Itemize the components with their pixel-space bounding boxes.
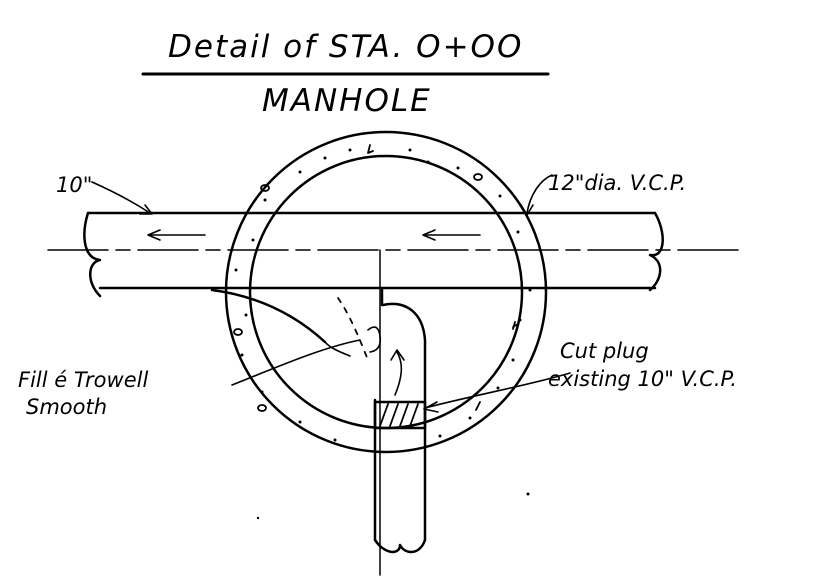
- label-fill-trowell: Fill é Trowell: [18, 368, 148, 392]
- branch-pipe-break: [373, 538, 427, 554]
- fill-surface-edge: [210, 288, 327, 344]
- branch-flow-arrowhead: [390, 349, 405, 361]
- manhole-outer-wall: [224, 130, 548, 454]
- title-line-1: Detail of STA. O+OO: [168, 29, 523, 65]
- label-fill-smooth: Smooth: [26, 395, 107, 419]
- leader-cut-plug-arrowhead: [423, 401, 439, 413]
- label-outlet-pipe: 12"dia. V.C.P.: [548, 171, 686, 195]
- branch-pipe-right-wall: [381, 302, 427, 542]
- leader-outlet-arrowhead: [520, 204, 534, 216]
- title-line-2: MANHOLE: [262, 83, 432, 119]
- branch-flow-arrow: [394, 351, 403, 396]
- concrete-aggregate-shapes: [233, 144, 519, 412]
- flow-arrow-right: [422, 229, 481, 241]
- upper-pipe: [83, 211, 664, 298]
- cut-plug: [373, 400, 427, 430]
- fill-surface-edge-tail: [324, 341, 351, 357]
- label-inlet-size: 10": [56, 173, 92, 197]
- speck: [526, 492, 530, 496]
- leader-fill-trowell: [231, 339, 361, 386]
- leader-outlet-pipe: [526, 174, 553, 214]
- concrete-aggregate-marks: [234, 148, 532, 442]
- label-cut-plug: Cut plug: [560, 339, 649, 363]
- speck: [256, 516, 260, 520]
- label-existing-vcp: existing 10" V.C.P.: [548, 367, 737, 391]
- flow-arrow-left: [147, 229, 206, 241]
- leader-inlet-arrowhead: [139, 204, 153, 215]
- leader-cut-plug: [424, 372, 571, 409]
- leader-inlet-size: [91, 181, 151, 214]
- manhole-inner-wall: [248, 154, 524, 430]
- fill-swirl-mark: [367, 326, 382, 353]
- channel-dashed-edge: [337, 297, 369, 361]
- cut-plug-hatching: [379, 403, 419, 427]
